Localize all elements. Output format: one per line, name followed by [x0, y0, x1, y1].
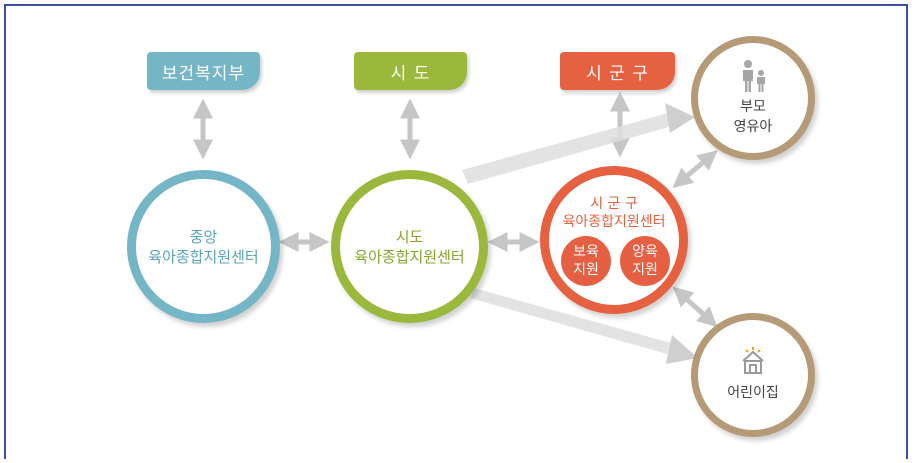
parenting-support-badge: 양육 지원	[620, 236, 670, 286]
diagram-frame	[4, 4, 908, 459]
arrow-province-parents	[462, 112, 676, 184]
province-center-circle: 시도 육아종합지원센터	[331, 170, 488, 323]
parents-circle: 부모 영유아	[691, 36, 815, 160]
district-label: 시 군 구	[560, 52, 675, 90]
arrow-district-parents	[672, 150, 718, 189]
central-center-circle: 중앙 육아종합지원센터	[127, 170, 280, 323]
arrow-district-daycare	[672, 286, 718, 328]
arrow-province-daycare-head	[666, 335, 698, 364]
district-center-label: 시 군 구 육아종합지원센터	[562, 196, 666, 230]
parent-child-icon	[743, 60, 765, 92]
care-support-badge: 보육 지원	[561, 236, 611, 286]
province-label: 시 도	[354, 52, 467, 90]
house-icon	[742, 347, 764, 374]
central-center-label: 중앙 육아종합지원센터	[148, 227, 259, 266]
arrow-province-parents-head	[665, 103, 695, 133]
district-center-circle: 시 군 구 육아종합지원센터	[540, 166, 688, 314]
arrow-province-daycare	[470, 288, 678, 356]
daycare-label: 어린이집	[727, 385, 779, 401]
daycare-circle: 어린이집	[691, 313, 815, 437]
parents-label: 부모 영유아	[733, 99, 773, 135]
province-center-label: 시도 육아종합지원센터	[354, 227, 465, 266]
ministry-label: 보건복지부	[147, 52, 260, 90]
